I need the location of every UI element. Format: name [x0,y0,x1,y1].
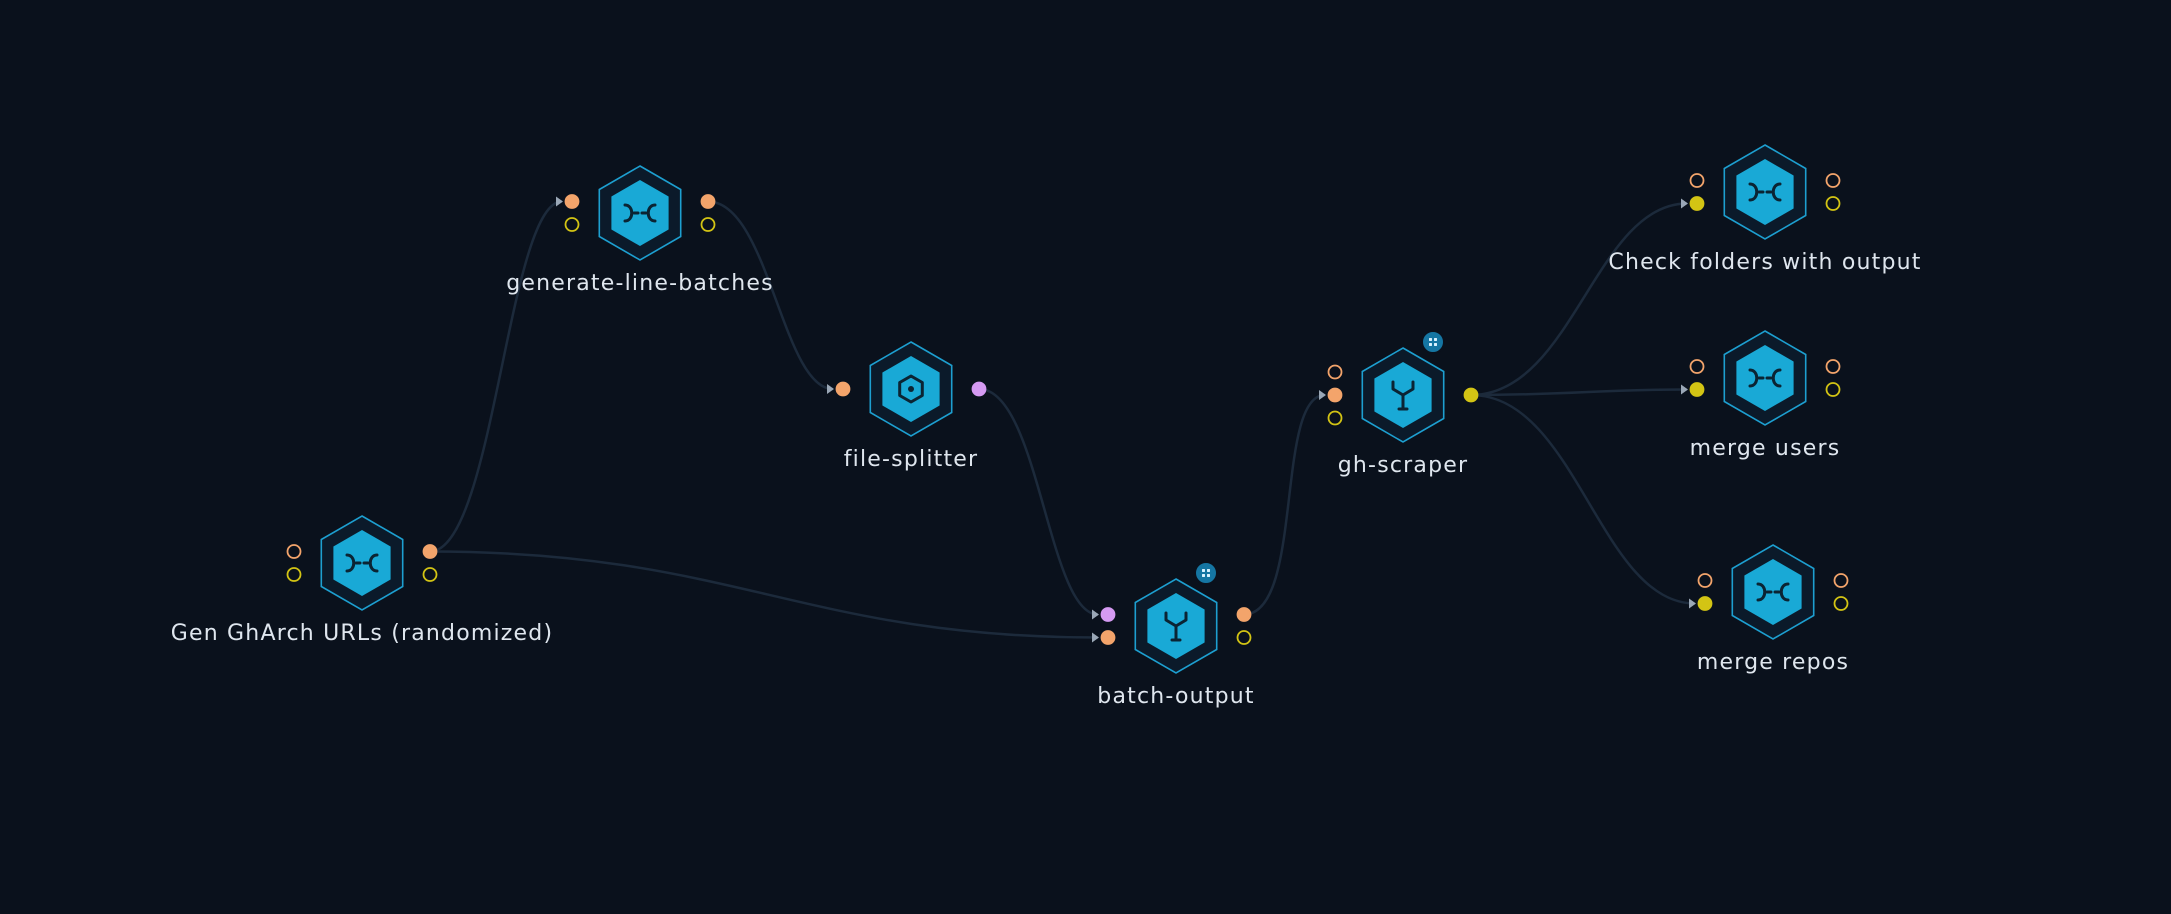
right-port-yellow[interactable] [1236,630,1252,645]
edge-glb-to-fs[interactable] [707,200,834,391]
node-bo[interactable]: batch-output [1092,561,1255,709]
left-port-yellow[interactable] [1327,410,1343,426]
node-label: merge users [1690,436,1841,461]
right-port-orange[interactable] [1825,359,1841,374]
edge-fs-to-bo[interactable] [978,387,1099,616]
fork-icon [1164,611,1188,642]
edges-layer [429,200,1696,639]
edge-gh-to-cf[interactable] [1470,202,1688,397]
right-port-orange[interactable] [1236,607,1252,622]
node-core [1736,345,1794,411]
grid-badge-icon [1421,330,1445,354]
left-port-orange[interactable] [1327,387,1343,403]
left-port-orange[interactable] [1100,630,1116,645]
right-port-yellow[interactable] [1825,382,1841,397]
node-fs[interactable]: file-splitter [827,341,987,472]
merge-icon [1748,368,1782,388]
left-port-yellow[interactable] [1689,382,1705,397]
node-gh[interactable]: gh-scraper [1319,330,1479,478]
right-port-yellow[interactable] [700,217,716,232]
input-arrow-icon [827,384,834,394]
input-arrow-icon [1681,384,1688,395]
left-port-orange[interactable] [286,544,302,559]
right-port-yellow[interactable] [1825,196,1841,211]
left-port-yellow[interactable] [1689,196,1705,211]
left-port-orange[interactable] [1689,359,1705,374]
left-port-orange[interactable] [835,381,851,397]
right-port-orange[interactable] [422,544,438,559]
edge-gh-to-mr[interactable] [1470,393,1696,605]
input-arrow-icon [1319,390,1326,400]
node-mr[interactable]: merge repos [1689,544,1849,675]
merge-icon [345,553,379,573]
input-arrow-icon [1092,632,1099,643]
node-label: Gen GhArch URLs (randomized) [171,621,554,646]
left-port-yellow[interactable] [564,217,580,232]
node-cf[interactable]: Check folders with output [1608,144,1921,275]
left-port-violet[interactable] [1100,607,1116,622]
edge-gen-to-bo[interactable] [429,550,1099,639]
grid-badge-icon [1194,561,1218,585]
left-port-yellow[interactable] [1697,596,1713,611]
left-port-orange[interactable] [1689,173,1705,188]
right-port-orange[interactable] [1825,173,1841,188]
node-label: gh-scraper [1338,453,1468,478]
left-port-yellow[interactable] [286,567,302,582]
node-label: batch-output [1097,684,1254,709]
node-label: Check folders with output [1608,250,1921,275]
edge-bo-to-gh[interactable] [1243,393,1326,616]
node-core [1744,559,1802,625]
node-glb[interactable]: generate-line-batches [506,165,774,296]
left-port-orange[interactable] [564,194,580,209]
edge-gen-to-glb[interactable] [429,200,563,553]
right-port-yellow[interactable] [1463,387,1479,403]
node-label: merge repos [1697,650,1849,675]
node-gen[interactable]: Gen GhArch URLs (randomized) [171,515,554,646]
nodes-layer: Gen GhArch URLs (randomized) generate-lin… [171,144,1921,709]
node-mu[interactable]: merge users [1681,330,1841,461]
left-port-orange[interactable] [1697,573,1713,588]
node-core [611,180,669,246]
input-arrow-icon [1689,598,1696,609]
splitter-icon [898,374,924,404]
right-port-violet[interactable] [971,381,987,397]
input-arrow-icon [556,196,563,207]
input-arrow-icon [1092,609,1099,620]
fork-icon [1391,380,1415,411]
node-label: generate-line-batches [506,271,774,296]
merge-icon [1756,582,1790,602]
merge-icon [1748,182,1782,202]
right-port-orange[interactable] [700,194,716,209]
merge-icon [623,203,657,223]
node-core [1736,159,1794,225]
edge-gh-to-mu[interactable] [1470,388,1688,397]
right-port-yellow[interactable] [1833,596,1849,611]
left-port-orange[interactable] [1327,364,1343,380]
right-port-orange[interactable] [1833,573,1849,588]
node-label: file-splitter [844,447,979,472]
input-arrow-icon [1681,198,1688,209]
node-core [333,530,391,596]
right-port-yellow[interactable] [422,567,438,582]
